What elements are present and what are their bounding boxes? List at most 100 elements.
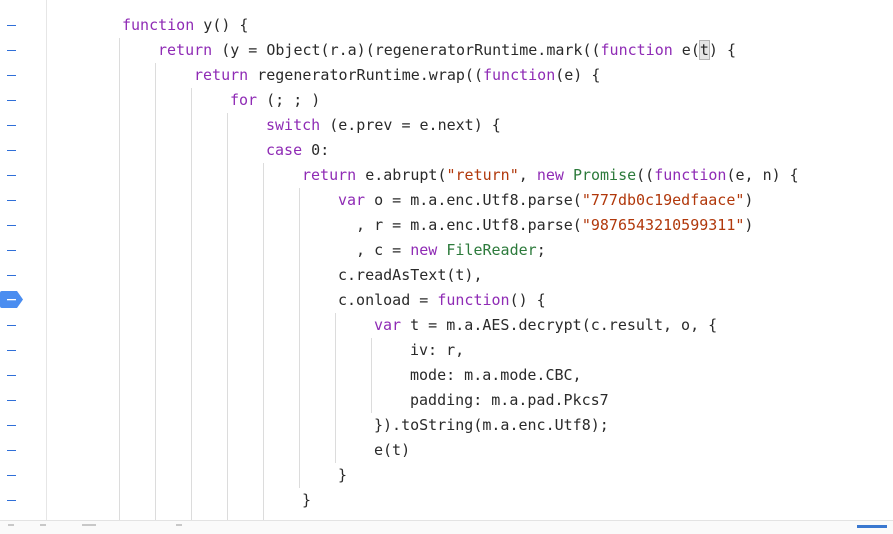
fold-marker-icon [7,275,16,276]
code-token-p: } [302,491,312,509]
code-token-p: ) [744,191,754,209]
code-line[interactable]: , r = m.a.enc.Utf8.parse("98765432105993… [338,213,753,238]
gutter-line[interactable] [0,463,46,488]
code-token-p: , c = [338,241,411,259]
code-token-kw: var [338,191,366,209]
gutter-line[interactable] [0,338,46,363]
code-token-p [302,141,311,159]
line-gutter[interactable] [0,0,46,520]
fold-marker-icon [7,150,16,151]
code-line[interactable]: mode: m.a.mode.CBC, [410,363,582,388]
gutter-line[interactable] [0,363,46,388]
indent-guide [227,113,228,520]
indent-guide [371,338,372,413]
code-token-kw: return [302,166,357,184]
code-line[interactable]: case 0: [266,138,329,163]
code-line[interactable]: function y() { [122,13,248,38]
code-token-kw: function [600,41,673,59]
code-token-p: () { [212,16,249,34]
indent-guide [335,313,336,463]
code-token-kw: return [194,66,249,84]
gutter-line[interactable] [0,413,46,438]
code-line[interactable]: return (y = Object(r.a)(regeneratorRunti… [158,38,736,63]
code-token-str: "9876543210599311" [581,216,745,234]
gutter-line[interactable] [0,63,46,88]
code-token-p: ) [744,216,754,234]
gutter-line[interactable] [0,113,46,138]
indent-guide [155,488,156,520]
gutter-line[interactable] [0,438,46,463]
fold-marker-icon [7,225,16,226]
code-line[interactable]: iv: r, [410,338,464,363]
code-token-cls: Promise [572,166,637,184]
code-token-num: 0 [311,141,321,159]
fold-marker-icon [7,450,16,451]
gutter-line[interactable] [0,238,46,263]
code-line[interactable]: , c = new FileReader; [338,238,546,263]
gutter-line[interactable] [0,313,46,338]
partial-line-above: } [122,0,131,1]
code-token-p: t = m.a.AES.decrypt(c.result, o, { [401,316,718,334]
fold-marker-icon [7,100,16,101]
code-token-kw: function [654,166,727,184]
gutter-line[interactable] [0,38,46,63]
code-token-kw: function [122,16,195,34]
code-line[interactable]: padding: m.a.pad.Pkcs7 [410,388,609,413]
code-token-kw: switch [266,116,321,134]
code-token-p: , r = m.a.enc.Utf8.parse( [338,216,582,234]
code-token-kw: return [158,41,213,59]
code-line[interactable]: var o = m.a.enc.Utf8.parse("777db0c19edf… [338,188,753,213]
gutter-line[interactable] [0,488,46,513]
code-token-str: "return" [446,166,519,184]
indent-guide [299,188,300,488]
code-token-p: (e.prev = e.next) { [320,116,501,134]
fold-marker-icon [7,425,16,426]
code-line[interactable]: switch (e.prev = e.next) { [266,113,501,138]
code-line[interactable]: var t = m.a.AES.decrypt(c.result, o, { [374,313,717,338]
code-token-fn: y [203,16,213,34]
gutter-line[interactable] [0,138,46,163]
code-token-kw: for [230,91,258,109]
gutter-line[interactable] [0,88,46,113]
code-line[interactable]: return e.abrupt("return", new Promise((f… [302,163,799,188]
code-token-p: } [338,466,348,484]
code-token-p: iv: r, [410,341,465,359]
fold-marker-icon [7,175,16,176]
gutter-line[interactable] [0,213,46,238]
code-line[interactable]: c.readAsText(t), [338,263,483,288]
fold-marker-icon [7,200,16,201]
code-line[interactable]: } [302,488,311,513]
code-token-p: regeneratorRuntime.wrap(( [248,66,483,84]
code-token-p: o = m.a.enc.Utf8.parse( [365,191,582,209]
horizontal-scrollbar[interactable] [0,520,893,534]
code-line[interactable]: c.onload = function() { [338,288,546,313]
code-line[interactable]: for (; ; ) [230,88,320,113]
code-token-p: (y = Object(r.a)(regeneratorRuntime.mark… [212,41,601,59]
code-token-kw: function [437,291,510,309]
gutter-line[interactable] [0,188,46,213]
code-line[interactable]: return regeneratorRuntime.wrap((function… [194,63,600,88]
gutter-line[interactable] [0,13,46,38]
indent-guide [263,163,264,520]
code-line[interactable]: } [338,463,347,488]
fold-marker-icon [7,375,16,376]
gutter-line[interactable] [0,163,46,188]
gutter-line[interactable] [0,263,46,288]
code-line[interactable]: e(t) [374,438,410,463]
code-token-p: : [320,141,330,159]
gutter-line[interactable] [0,388,46,413]
indent-guide [155,63,156,520]
code-token-kw: new [536,166,564,184]
gutter-breakpoint[interactable] [0,288,46,313]
code-token-p: () { [509,291,546,309]
indent-guide [263,488,264,520]
scrollbar-thumb[interactable] [857,525,887,528]
fold-marker-icon [7,325,16,326]
code-line[interactable]: }).toString(m.a.enc.Utf8); [374,413,609,438]
breakpoint-marker-icon[interactable] [0,290,24,309]
code-token-p: e.abrupt( [356,166,447,184]
code-token-kw: new [410,241,438,259]
indent-guide [119,38,120,520]
fold-marker-icon [7,125,16,126]
